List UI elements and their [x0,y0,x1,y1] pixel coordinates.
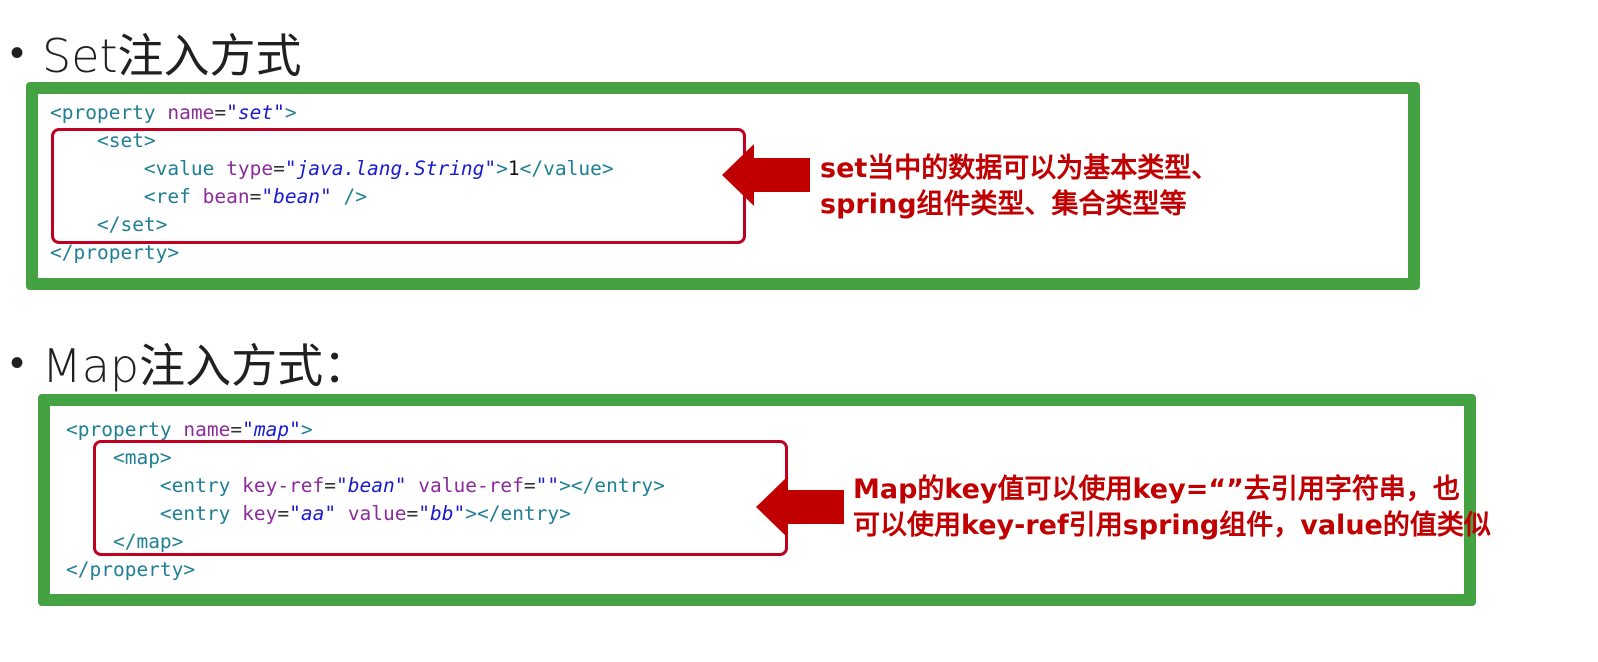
set-note-line-1: set当中的数据可以为基本类型、 [820,153,1219,184]
map-code-block: <property name="map"> <map> <entry key-r… [66,416,665,584]
code-token-eq: = [277,502,290,525]
code-token-attr: type [226,157,274,180]
set-code-frame [26,82,1420,290]
code-token-tag: <value [143,157,227,180]
code-token-tag: <entry [159,502,243,525]
code-line: <ref bean="bean" /> [50,183,614,211]
code-line: </map> [66,528,665,556]
code-line: </property> [66,556,665,584]
code-token-attr: key [242,502,278,525]
map-highlight-box [93,440,788,556]
code-token-eq: = [406,502,419,525]
code-token-tag: ></entry> [465,502,571,525]
code-token-tag: <entry [159,474,243,497]
set-heading-text: Set注入方式 [42,29,302,83]
bullet-icon: • [10,30,25,76]
set-note-line-2: spring组件类型、集合类型等 [820,189,1187,220]
code-token-tag: <set> [96,129,156,152]
code-token-attr: name [167,101,215,124]
code-token-str: "bb" [418,502,466,525]
code-line: <entry key-ref="bean" value-ref=""></ent… [66,472,665,500]
code-line: <set> [50,127,614,155]
code-token-str: "bean" [261,185,332,208]
map-code-frame [38,394,1476,606]
code-line: <value type="java.lang.String">1</value> [50,155,614,183]
code-token-tag: <property [66,418,184,441]
code-token-tag: </map> [112,530,184,553]
code-token-tag: </property> [66,558,196,581]
code-token-eq: = [523,474,536,497]
code-token-attr: value-ref [418,474,524,497]
code-token-str: "set" [226,101,285,124]
code-token-tag: ></entry> [559,474,665,497]
code-token-eq: = [249,185,262,208]
code-token-attr: key-ref [242,474,325,497]
code-line: <property name="set"> [50,99,614,127]
code-token-str: "map" [242,418,301,441]
code-token-eq: = [214,101,227,124]
code-token-attr: value [347,502,407,525]
code-line: </property> [50,239,614,267]
code-line: </set> [50,211,614,239]
set-arrow-icon [722,144,810,206]
code-token-str: "bean" [336,474,407,497]
map-heading: • Map注入方式： [10,330,369,396]
code-token-attr: bean [202,185,250,208]
code-token-attr: name [183,418,231,441]
set-code-block: <property name="set"> <set> <value type=… [50,99,614,267]
code-token-str: "java.lang.String" [284,157,497,180]
set-note: set当中的数据可以为基本类型、 spring组件类型、集合类型等 [820,151,1218,223]
code-token-eq: = [324,474,337,497]
code-token-eq: = [230,418,243,441]
code-token-tag: > [496,157,508,180]
map-heading-text: Map注入方式： [42,339,370,393]
code-token-eq: = [273,157,285,180]
set-highlight-box [51,128,746,244]
code-token-tag: <map> [112,446,172,469]
map-note: Map的key值可以使用key=“”去引用字符串，也 可以使用key-ref引用… [853,472,1491,544]
set-heading: • Set注入方式 [10,20,302,86]
code-token-str: "aa" [289,502,337,525]
code-token-str: "" [535,474,560,497]
code-line: <map> [66,444,665,472]
code-token-tag: > [284,101,297,124]
code-token-tag: /> [343,185,368,208]
code-line: <entry key="aa" value="bb"></entry> [66,500,665,528]
code-token-tag: <property [50,101,168,124]
code-line: <property name="map"> [66,416,665,444]
code-token-tag: </set> [96,213,168,236]
code-token-tag: > [300,418,313,441]
map-arrow-icon [756,476,844,538]
code-token-txt: 1 [507,157,520,180]
map-note-line-2: 可以使用key-ref引用spring组件，value的值类似 [853,510,1491,541]
code-token-tag: <ref [143,185,203,208]
map-note-line-1: Map的key值可以使用key=“”去引用字符串，也 [853,474,1460,505]
bullet-icon: • [10,340,25,386]
code-token-tag: </value> [519,157,614,180]
code-token-tag: </property> [50,241,180,264]
